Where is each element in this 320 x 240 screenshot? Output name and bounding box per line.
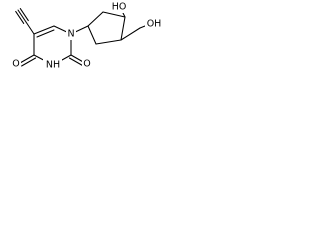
n1-label-bg	[66, 28, 76, 40]
c4-carbonyl-bond-2	[21, 57, 37, 67]
hydroxymethyl-label-bg	[145, 18, 163, 30]
ring-hydroxyl-label: HO	[112, 2, 127, 13]
cp-c3-c4-bond	[120, 16, 126, 41]
hydroxymethyl-label: OH	[147, 19, 162, 30]
ethynyl-bond-2	[19, 8, 29, 22]
molecule-structure: N NH O O HO OH	[11, 1, 163, 71]
cp-c4-c5-bond	[95, 39, 122, 45]
c4-carbonyl-bond-1	[19, 54, 35, 64]
cp-c5-c1-bond	[87, 25, 97, 45]
cp-c2-c3-bond	[102, 11, 126, 18]
ethynyl-bond-3	[15, 10, 25, 24]
n3-label: NH	[46, 60, 60, 71]
o2-label: O	[83, 59, 90, 70]
ethynyl-bond-1	[17, 9, 27, 23]
ring-c5-c6-bond	[33, 25, 55, 35]
ring-c5-c6-double-bond	[36, 29, 55, 38]
cp-c1-c2-bond	[87, 11, 104, 27]
ring-hydroxyl-label-bg	[110, 1, 128, 13]
n1-label: N	[67, 29, 74, 40]
o4-label: O	[12, 59, 19, 70]
ethynyl-to-c5-bond	[25, 21, 35, 35]
o2-label-bg	[82, 58, 92, 70]
hydroxymethyl-bond-1	[120, 27, 141, 41]
n3-label-bg	[43, 59, 62, 71]
c2-carbonyl-bond-2	[68, 57, 84, 67]
o4-label-bg	[11, 58, 21, 70]
